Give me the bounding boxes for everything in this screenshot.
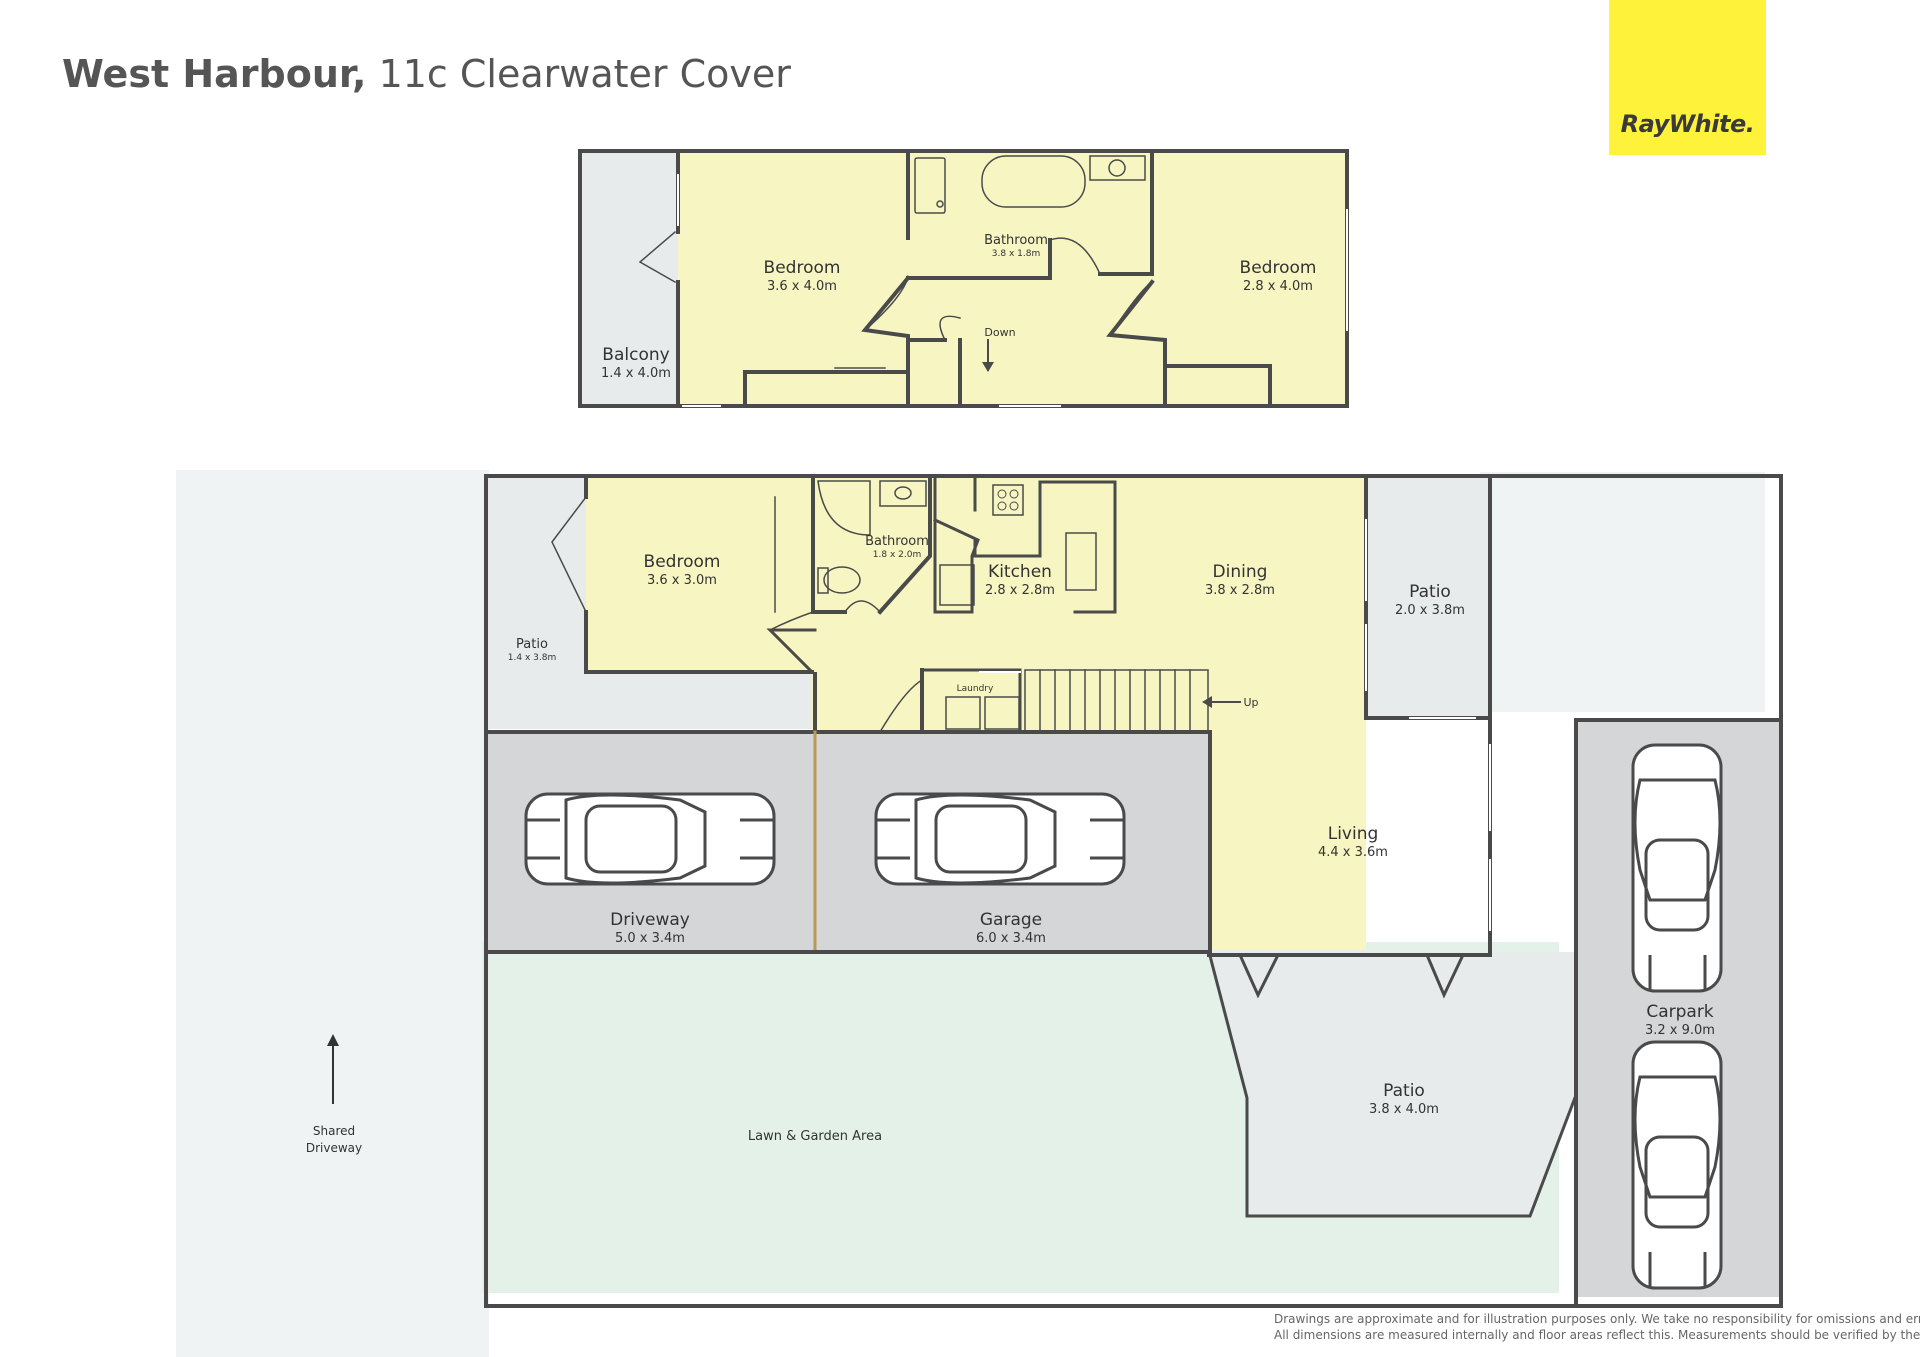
patio-left-dims: 1.4 x 3.8m: [508, 653, 556, 663]
raywhite-logo: RayWhite.: [1609, 0, 1766, 155]
kitchen-name: Kitchen: [988, 562, 1052, 582]
upper-bedroom-right-name: Bedroom: [1240, 258, 1317, 278]
ground-bathroom-name: Bathroom: [865, 534, 929, 549]
upper-bathroom-name: Bathroom: [984, 233, 1048, 248]
shared-driveway-label-line1: Shared: [313, 1124, 355, 1138]
ground-bedroom-dims: 3.6 x 3.0m: [647, 573, 717, 588]
patio-bottom-dims: 3.8 x 4.0m: [1369, 1102, 1439, 1117]
balcony-dims: 1.4 x 4.0m: [601, 366, 671, 381]
ground-rooms-fill: [586, 476, 1366, 950]
disclaimer-line1: Drawings are approximate and for illustr…: [1274, 1312, 1920, 1326]
balcony-name: Balcony: [602, 345, 669, 365]
patio-right-name: Patio: [1409, 582, 1451, 602]
logo-text: RayWhite.: [1620, 110, 1755, 138]
upper-bedroom-left-name: Bedroom: [764, 258, 841, 278]
patio-bottom-name: Patio: [1383, 1081, 1425, 1101]
disclaimer: Drawings are approximate and for illustr…: [1274, 1311, 1920, 1343]
carpark-dims: 3.2 x 9.0m: [1645, 1023, 1715, 1038]
ground-floor: [327, 474, 1783, 1308]
side-yard-right: [1480, 472, 1765, 712]
upper-floor: [578, 149, 1349, 408]
driveway-dims: 5.0 x 3.4m: [615, 931, 685, 946]
kitchen-dims: 2.8 x 2.8m: [985, 583, 1055, 598]
ground-bedroom-name: Bedroom: [644, 552, 721, 572]
carpark-name: Carpark: [1646, 1002, 1713, 1022]
car-garage-icon: [874, 792, 1126, 886]
car-carpark-top-icon: [1631, 743, 1723, 993]
upper-bedroom-right-dims: 2.8 x 4.0m: [1243, 279, 1313, 294]
shared-driveway-arrow-icon: [327, 1034, 339, 1104]
ground-stairs-label: Up: [1243, 696, 1258, 709]
lawn-label: Lawn & Garden Area: [748, 1129, 882, 1144]
page-title: West Harbour, 11c Clearwater Cover: [62, 52, 791, 96]
living-name: Living: [1328, 824, 1379, 844]
shared-driveway-area: [176, 470, 489, 1357]
shared-driveway-label-line2: Driveway: [306, 1141, 362, 1155]
dining-name: Dining: [1213, 562, 1268, 582]
laundry-label: Laundry: [957, 684, 994, 694]
upper-bedroom-left-dims: 3.6 x 4.0m: [767, 279, 837, 294]
disclaimer-line2: All dimensions are measured internally a…: [1274, 1328, 1920, 1342]
title-suburb: West Harbour,: [62, 52, 367, 96]
dining-dims: 3.8 x 2.8m: [1205, 583, 1275, 598]
patio-right-dims: 2.0 x 3.8m: [1395, 603, 1465, 618]
balcony-area: [580, 151, 678, 407]
garage-dims: 6.0 x 3.4m: [976, 931, 1046, 946]
upper-bathroom-dims: 3.8 x 1.8m: [992, 249, 1040, 259]
upper-stairs-label: Down: [984, 326, 1015, 339]
ground-bathroom-dims: 1.8 x 2.0m: [873, 550, 921, 560]
garage-name: Garage: [980, 910, 1042, 930]
patio-left-name: Patio: [516, 637, 548, 652]
patio-right-area: [1366, 478, 1490, 718]
patio-bottom-area: [1209, 952, 1576, 1216]
title-address: 11c Clearwater Cover: [378, 52, 791, 96]
driveway-name: Driveway: [610, 910, 690, 930]
car-driveway-icon: [524, 792, 776, 886]
car-carpark-bottom-icon: [1631, 1040, 1723, 1290]
living-dims: 4.4 x 3.6m: [1318, 845, 1388, 860]
